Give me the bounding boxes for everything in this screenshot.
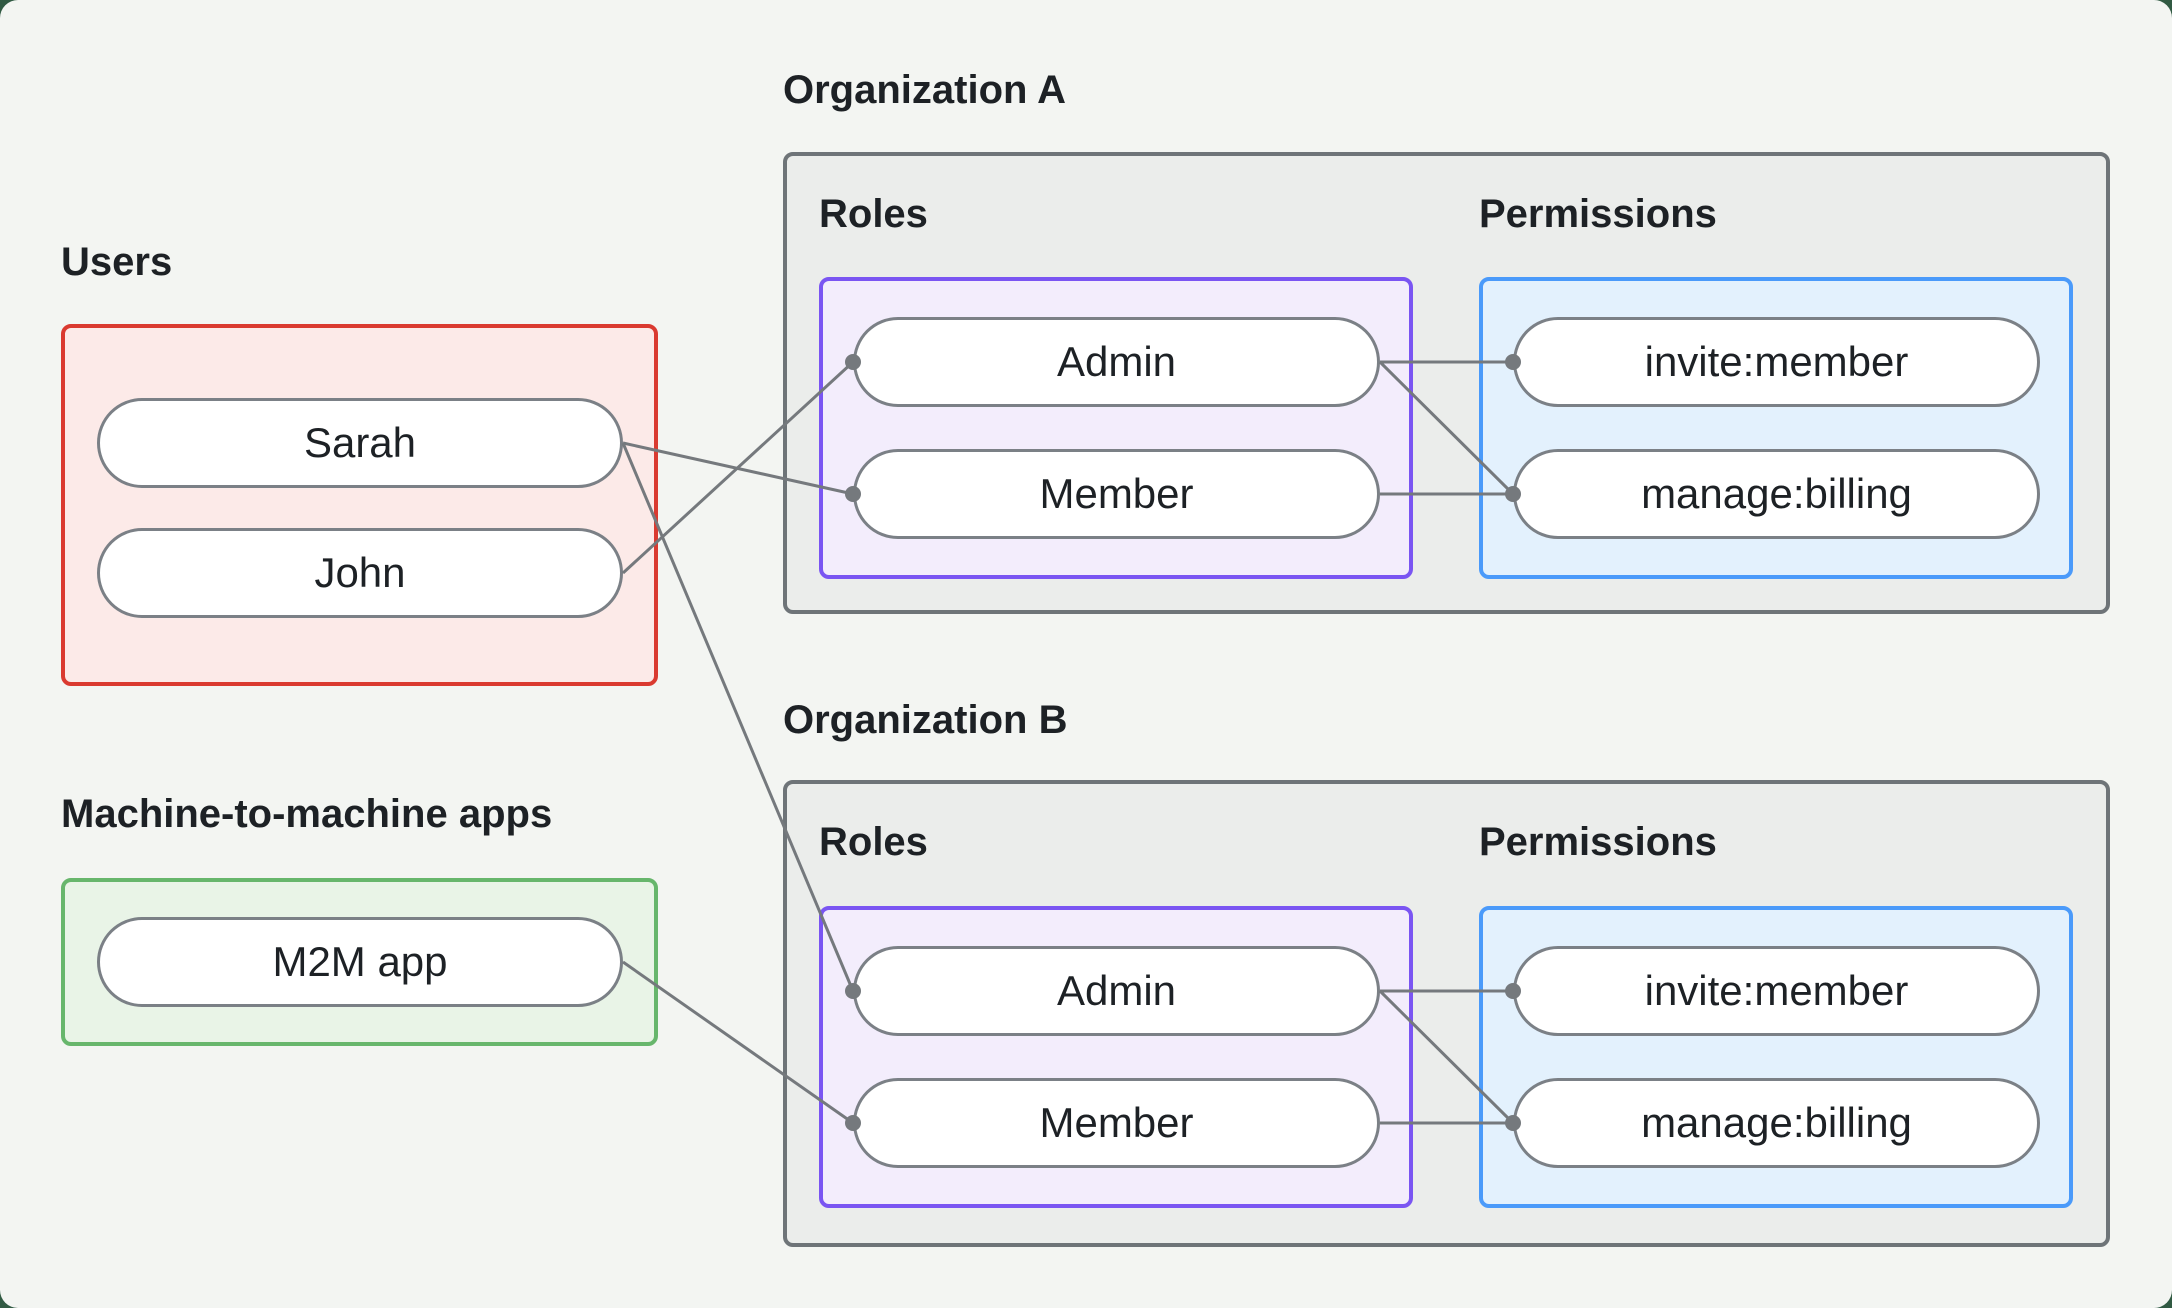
org-b-roles-label: Roles <box>819 820 928 864</box>
org-a-role-pill-member: Member <box>853 449 1380 539</box>
org-b-permission-pill-invite-member: invite:member <box>1513 946 2040 1036</box>
org-b-role-pill-admin: Admin <box>853 946 1380 1036</box>
m2m-pill-app: M2M app <box>97 917 623 1007</box>
org-b-permissions-label: Permissions <box>1479 820 1717 864</box>
user-pill-sarah: Sarah <box>97 398 623 488</box>
org-b-permission-pill-manage-billing: manage:billing <box>1513 1078 2040 1168</box>
users-box <box>61 324 658 686</box>
m2m-title: Machine-to-machine apps <box>61 792 553 836</box>
org-a-permission-pill-invite-member: invite:member <box>1513 317 2040 407</box>
user-pill-john: John <box>97 528 623 618</box>
org-a-title: Organization A <box>783 68 1066 112</box>
org-a-roles-label: Roles <box>819 192 928 236</box>
org-a-role-pill-admin: Admin <box>853 317 1380 407</box>
org-a-permissions-label: Permissions <box>1479 192 1717 236</box>
users-title: Users <box>61 240 173 284</box>
org-a-permission-pill-manage-billing: manage:billing <box>1513 449 2040 539</box>
org-b-role-pill-member: Member <box>853 1078 1380 1168</box>
org-b-title: Organization B <box>783 698 1068 742</box>
